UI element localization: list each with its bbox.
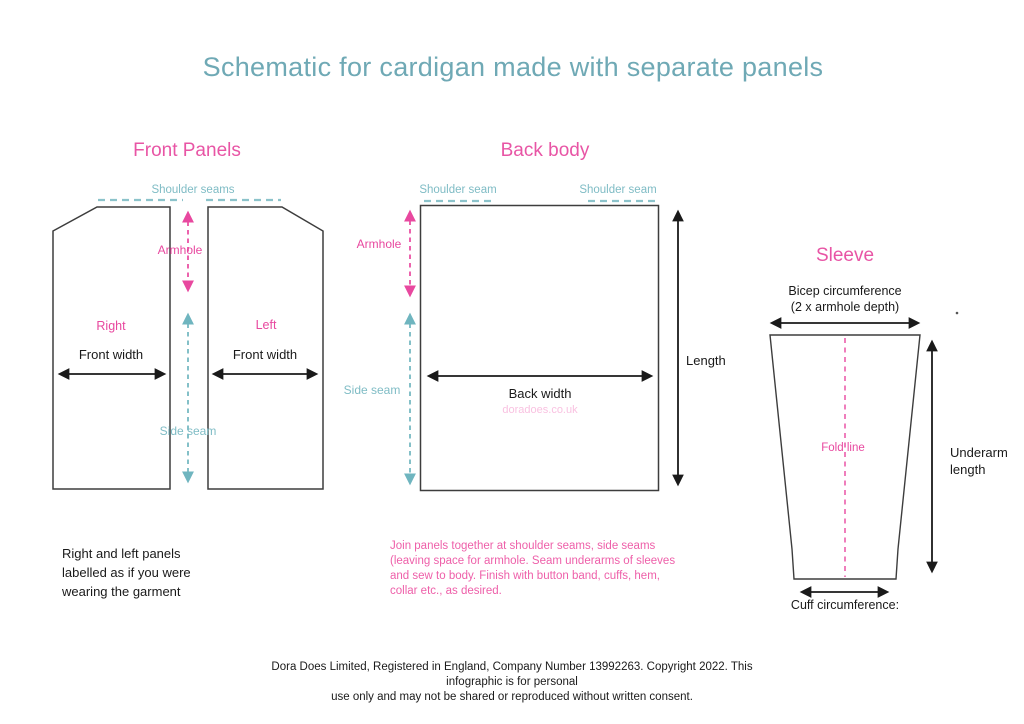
front-panels-heading: Front Panels [133, 140, 241, 161]
left-front-width-label: Front width [232, 347, 298, 362]
left-front-panel-shape [207, 206, 324, 490]
page-title: Schematic for cardigan made with separat… [202, 52, 824, 82]
front-armhole-label: Armhole [157, 243, 203, 257]
fold-line-label: Fold line [821, 442, 865, 454]
armhole-depth-label: (2 x armhole depth) [790, 300, 900, 314]
copyright-footer: Dora Does Limited, Registered in England… [271, 661, 753, 703]
right-panel-label: Right [96, 319, 126, 333]
back-side-seam-label: Side seam [343, 383, 401, 397]
underarm-length-label: Underarm length [950, 445, 1008, 477]
back-shoulder-seam-right-label: Shoulder seam [579, 184, 657, 196]
watermark: doradoes.co.uk [502, 404, 578, 416]
front-shoulder-seams-label: Shoulder seams [151, 184, 235, 196]
back-width-label: Back width [508, 386, 572, 401]
cuff-circumference-label: Cuff circumference: [790, 598, 900, 612]
assembly-note: Join panels together at shoulder seams, … [390, 540, 676, 597]
back-body-shape [419, 204, 660, 492]
right-front-panel-shape [52, 206, 171, 490]
back-shoulder-seam-left-label: Shoulder seam [419, 184, 497, 196]
length-label: Length [686, 353, 726, 368]
back-body-heading: Back body [500, 140, 590, 161]
back-armhole-label: Armhole [356, 237, 402, 251]
bicep-circumference-label: Bicep circumference [788, 284, 902, 298]
sleeve-heading: Sleeve [815, 245, 875, 266]
left-panel-label: Left [255, 318, 277, 332]
front-side-seam-label: Side seam [159, 424, 217, 438]
dot-mark [955, 311, 959, 315]
right-front-width-label: Front width [78, 347, 144, 362]
panel-orientation-note: Right and left panels labelled as if you… [62, 546, 191, 599]
